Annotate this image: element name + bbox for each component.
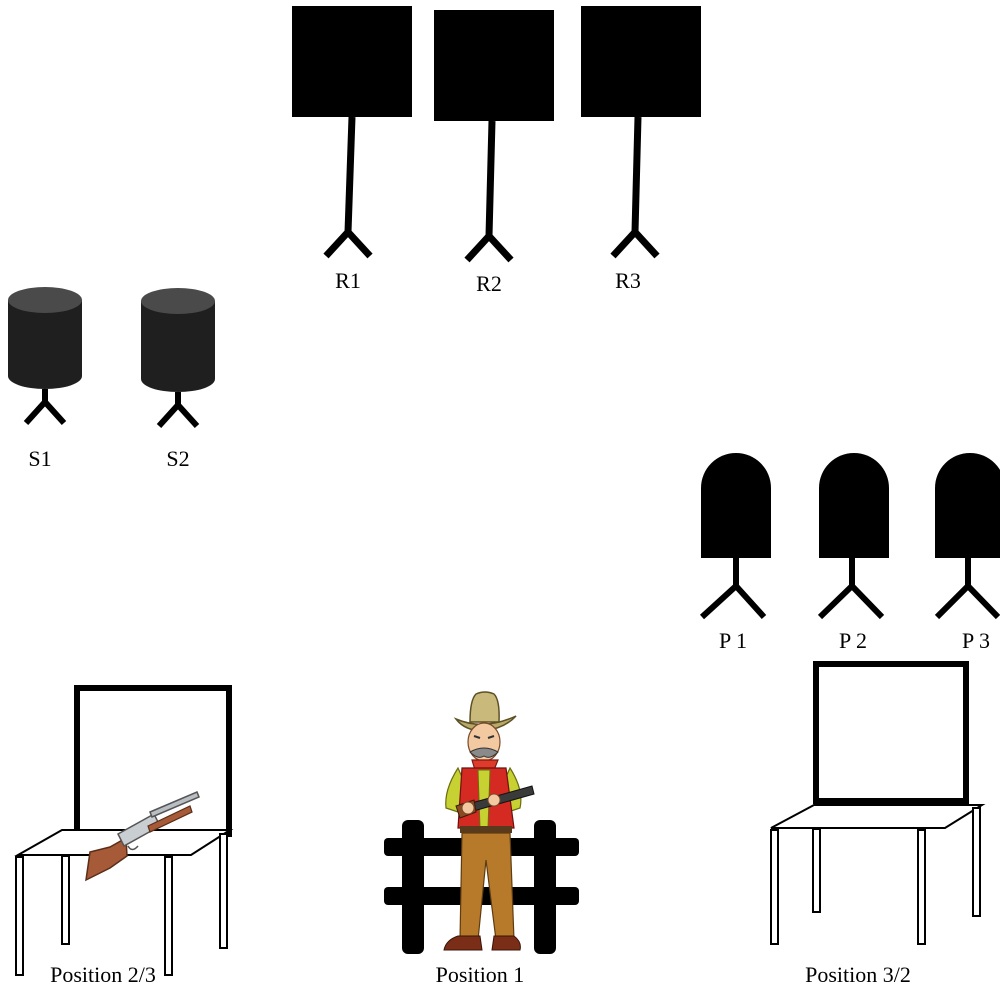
target-stand-feet: [934, 581, 1000, 620]
position-label-left: Position 2/3: [50, 962, 156, 987]
rifle-target-plate: [434, 10, 554, 121]
shotgun-target-s2: S2: [141, 288, 215, 471]
window-frame: [813, 661, 969, 804]
table-leg: [61, 855, 70, 945]
table-leg: [15, 856, 24, 976]
rifle-target-r1: R1: [292, 6, 412, 293]
pistol-target-label: P 3: [962, 628, 990, 653]
shotgun-target-label: S1: [28, 446, 51, 471]
rifle-target-label: R1: [335, 268, 361, 293]
table-top: [770, 804, 986, 829]
shotgun-target-label: S2: [166, 446, 189, 471]
pistol-target-plate: [701, 453, 771, 558]
target-stand-post: [631, 116, 642, 233]
table-leg: [219, 833, 228, 949]
table-leg: [812, 828, 821, 913]
pistol-target-p3: P 3: [934, 453, 1000, 653]
right-table: [770, 661, 986, 945]
rifle-icon: [85, 791, 200, 882]
pistol-target-label: P 2: [839, 628, 867, 653]
rifle-target-r3: R3: [581, 6, 701, 293]
left-table: [14, 685, 234, 976]
shotgun-target-s1: S1: [8, 287, 82, 471]
table-leg: [917, 829, 926, 945]
target-stand-feet: [464, 230, 514, 263]
target-stand-feet: [817, 581, 885, 620]
target-stand-post: [344, 116, 356, 233]
target-stand-feet: [610, 226, 660, 259]
pistol-target-p2: P 2: [817, 453, 889, 653]
pistol-target-p1: P 1: [699, 453, 771, 653]
position-label-right: Position 3/2: [805, 962, 911, 987]
rifle-target-label: R2: [476, 271, 502, 296]
barrel-top: [8, 287, 82, 313]
barrel-body: [141, 301, 215, 392]
rifle-target-r2: R2: [434, 10, 554, 296]
rifle-target-label: R3: [615, 268, 641, 293]
target-stand-feet: [23, 397, 67, 426]
pistol-target-plate: [819, 453, 889, 558]
rifle-target-plate: [581, 6, 701, 117]
pistol-target-plate: [935, 453, 1000, 558]
barrel-body: [8, 300, 82, 389]
table-leg: [972, 807, 981, 917]
target-stand-feet: [699, 581, 767, 620]
position-label-center: Position 1: [436, 962, 525, 987]
cowboy-shooter-icon: [443, 691, 535, 951]
table-leg: [770, 829, 779, 945]
target-stand-feet: [323, 226, 373, 259]
barrel-top: [141, 288, 215, 314]
rifle-target-plate: [292, 6, 412, 117]
target-stand-post: [485, 120, 496, 237]
table-leg: [164, 856, 173, 976]
target-stand-feet: [156, 400, 200, 429]
pistol-target-label: P 1: [719, 628, 747, 653]
